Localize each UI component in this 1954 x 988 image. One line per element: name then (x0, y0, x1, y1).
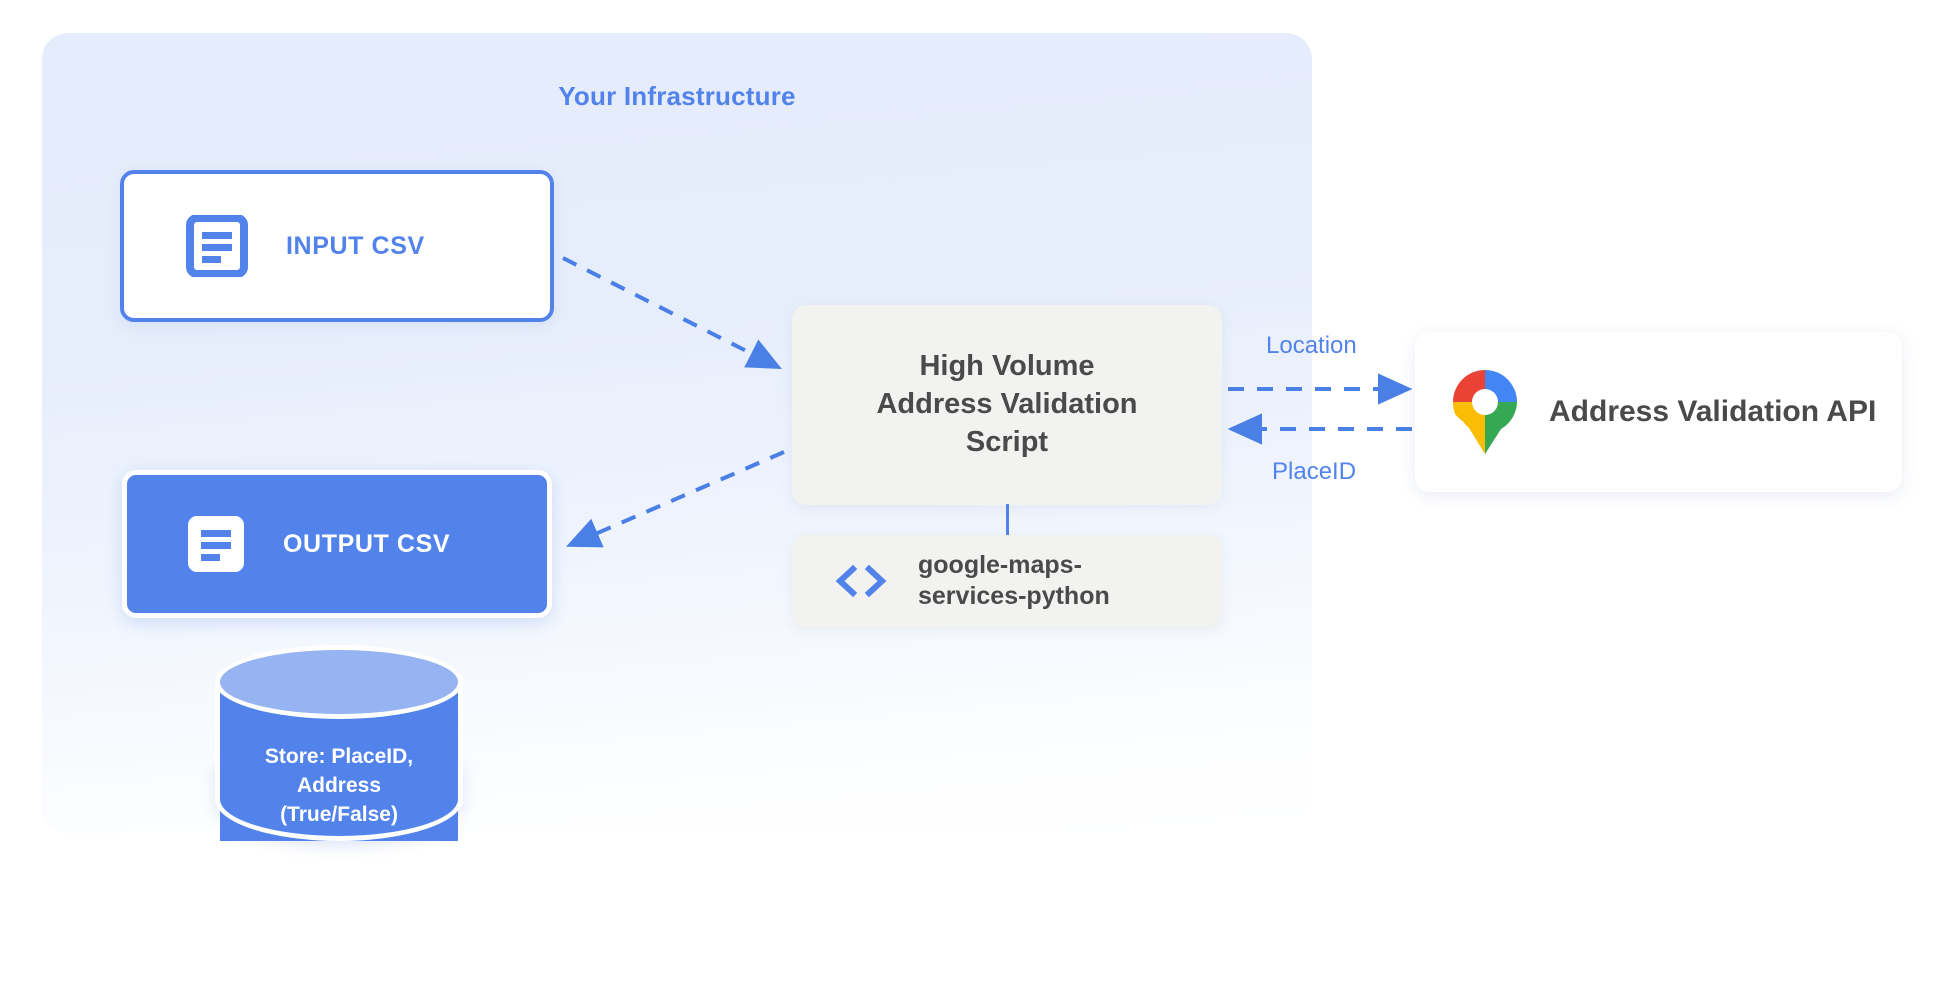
document-icon (185, 513, 247, 575)
input-csv-label: INPUT CSV (286, 231, 425, 260)
database-top-ellipse (215, 645, 463, 719)
node-validation-script[interactable]: High Volume Address Validation Script (792, 305, 1222, 505)
library-line-1: google-maps- (918, 550, 1082, 579)
library-line-2: services-python (918, 582, 1110, 610)
google-maps-pin-icon (1449, 366, 1521, 458)
api-label: Address Validation API (1549, 395, 1877, 428)
database-line-2: Address (296, 773, 382, 797)
node-database[interactable]: Store: PlaceID, Address (True/False) (215, 645, 463, 863)
database-bottom (215, 761, 463, 841)
node-address-validation-api[interactable]: Address Validation API (1415, 332, 1902, 492)
database-line-3: (True/False) (280, 802, 398, 826)
node-output-csv[interactable]: OUTPUT CSV (122, 470, 552, 618)
script-library-connector (1006, 504, 1009, 537)
output-csv-label: OUTPUT CSV (283, 529, 451, 558)
node-client-library[interactable]: google-maps- services-python (792, 535, 1222, 627)
script-line-3: Script (965, 425, 1049, 458)
edge-label-location: Location (1266, 332, 1357, 359)
database-text: Store: PlaceID, Address (True/False) (215, 743, 463, 830)
script-line-2: Address Validation (876, 388, 1138, 421)
code-icon (832, 561, 890, 601)
script-line-1: High Volume (919, 350, 1095, 383)
panel-title: Your Infrastructure (558, 81, 796, 111)
node-input-csv[interactable]: INPUT CSV (120, 170, 554, 322)
database-line-1: Store: PlaceID, (264, 745, 414, 768)
edge-label-placeid: PlaceID (1272, 458, 1357, 485)
document-icon (186, 214, 248, 278)
